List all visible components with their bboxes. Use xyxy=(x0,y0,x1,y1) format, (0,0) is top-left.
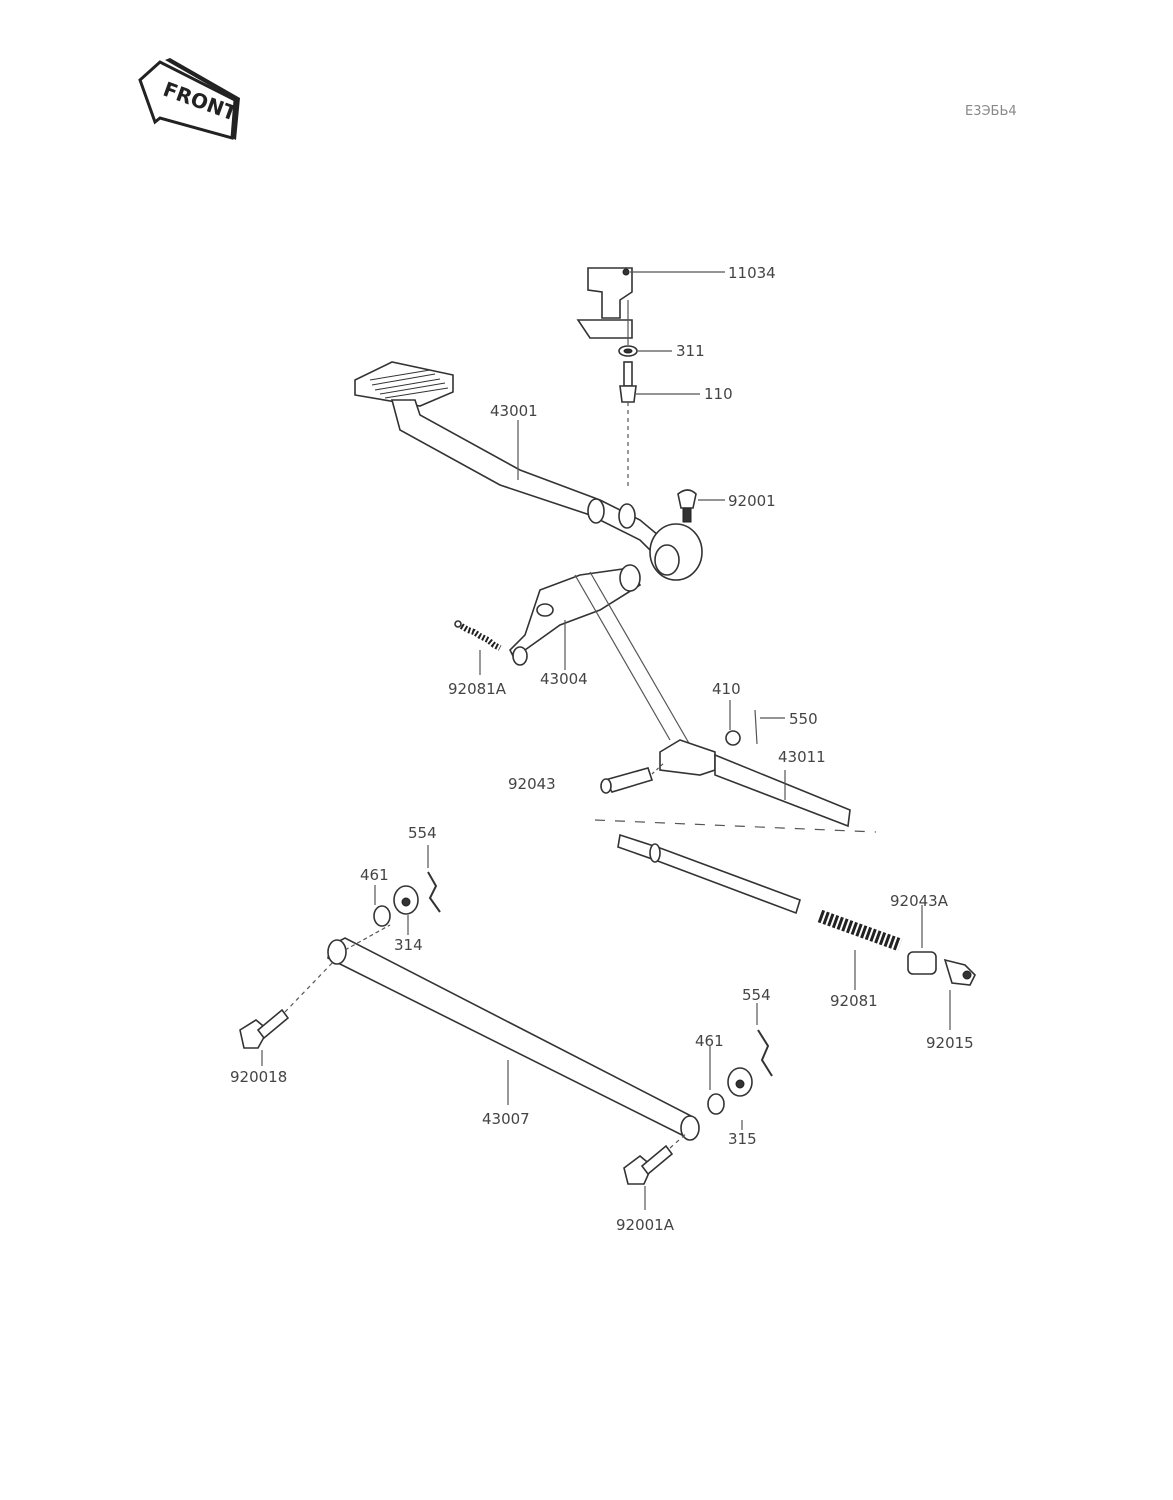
spring-part-upper xyxy=(454,620,502,651)
label-92081: 92081 xyxy=(830,992,878,1010)
label-92081A: 92081A xyxy=(448,680,507,698)
label-11034: 11034 xyxy=(728,264,776,282)
cotter-pin-right xyxy=(757,1029,773,1077)
label-554-right: 554 xyxy=(742,986,771,1004)
bolt-part xyxy=(619,361,637,403)
label-550: 550 xyxy=(789,710,818,728)
cotter-pin-left xyxy=(427,871,441,913)
clip-part xyxy=(677,489,697,523)
label-110: 110 xyxy=(704,385,733,403)
bracket-part xyxy=(576,267,633,339)
bolt-left-part xyxy=(239,1008,290,1049)
washer-right xyxy=(707,1067,753,1115)
adjust-nut-part xyxy=(907,951,976,986)
bolt-right-part xyxy=(623,1144,674,1185)
label-43004: 43004 xyxy=(540,670,588,688)
brake-pedal-part xyxy=(354,361,703,581)
label-311: 311 xyxy=(676,342,705,360)
label-92001: 92001 xyxy=(728,492,776,510)
spring-part-lower xyxy=(817,909,903,952)
brake-rod-part xyxy=(617,833,801,915)
label-314: 314 xyxy=(394,936,423,954)
label-43001: 43001 xyxy=(490,402,538,420)
rod-end-part xyxy=(659,709,851,828)
label-554-left: 554 xyxy=(408,824,437,842)
label-92015: 92015 xyxy=(926,1034,974,1052)
diagram-code: E3ЭБЬ4 xyxy=(965,104,1017,119)
label-92043A: 92043A xyxy=(890,892,949,910)
front-direction-badge: FRONT xyxy=(138,58,240,140)
label-920018: 920018 xyxy=(230,1068,287,1086)
label-461-right: 461 xyxy=(695,1032,724,1050)
washer-part xyxy=(618,345,638,357)
label-315: 315 xyxy=(728,1130,757,1148)
washer-left xyxy=(373,885,419,927)
label-461-left: 461 xyxy=(360,866,389,884)
label-43011: 43011 xyxy=(778,748,826,766)
label-43007: 43007 xyxy=(482,1110,530,1128)
label-92001A: 92001A xyxy=(616,1216,675,1234)
clevis-pin-part xyxy=(600,767,654,794)
link-rod-part xyxy=(327,937,700,1141)
label-92043: 92043 xyxy=(508,775,556,793)
label-410: 410 xyxy=(712,680,741,698)
brake-arm-part xyxy=(509,564,642,666)
